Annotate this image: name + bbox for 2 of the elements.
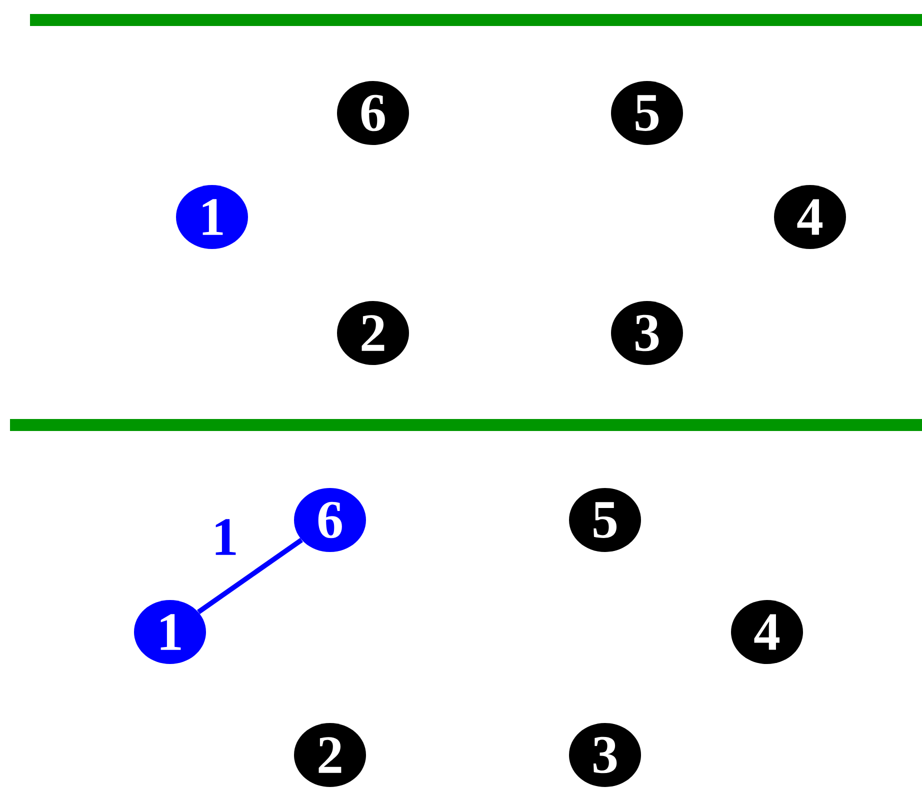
connector-line (197, 538, 303, 614)
edge-label: 1 (216, 519, 236, 555)
